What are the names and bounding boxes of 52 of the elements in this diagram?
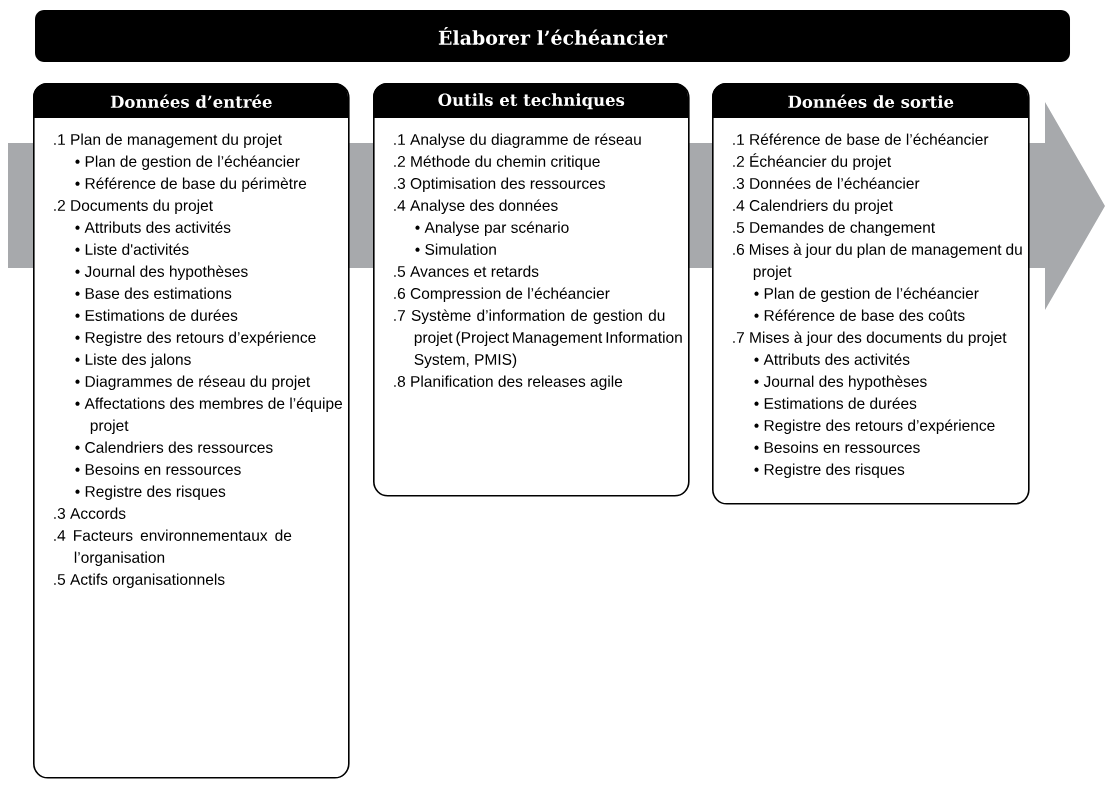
list-item: .4 Facteurs environnementaux de l’organisation	[54, 529, 292, 566]
list-item: • Registre des retours d’expérience	[75, 331, 316, 346]
list-item: .4 Calendriers du projet	[733, 199, 893, 214]
list-item: .4 Analyse des données	[394, 199, 558, 214]
list-item: .5 Demandes de changement	[733, 221, 935, 236]
list-item: • Registre des risques	[754, 463, 905, 478]
list-item: .8 Planification des releases agile	[394, 375, 623, 390]
list-item: .3 Données de l’échéancier	[733, 177, 920, 189]
column-heading: Outils et techniques	[438, 93, 625, 110]
list-item: .1 Référence de base de l’échéancier	[733, 133, 989, 145]
list-item: • Calendriers des ressources	[75, 441, 273, 453]
list-item: • Registre des retours d’expérience	[754, 419, 995, 434]
list-item: • Journal des hypothèses	[75, 265, 248, 280]
column-box	[712, 83, 1030, 505]
list-item: .6 Mises à jour du plan de management du projet	[733, 243, 1022, 280]
list-item: .3 Accords	[54, 507, 126, 519]
list-item: • Besoins en ressources	[75, 463, 241, 475]
list-item: • Attributs des activités	[75, 221, 231, 233]
column-heading: Données de sortie	[788, 94, 954, 108]
list-item: • Journal des hypothèses	[754, 375, 927, 390]
list-item: • Base des estimations	[75, 287, 232, 299]
list-item: • Affectations des membres de l’équipe projet	[75, 397, 342, 434]
list-item: • Simulation	[415, 243, 496, 255]
list-item: .5 Actifs organisationnels	[54, 573, 225, 588]
list-item: .3 Optimisation des ressources	[394, 177, 605, 192]
column-heading: Données d’entrée	[110, 94, 272, 108]
list-item: .6 Compression de l’échéancier	[394, 287, 610, 302]
list-item: • Analyse par scénario	[415, 221, 569, 236]
list-item: .7 Système d’information de gestion du projet (Project Management Information System, PMIS)	[394, 309, 682, 368]
list-item: • Référence de base des coûts	[754, 309, 965, 321]
list-item: • Estimations de durées	[75, 309, 238, 321]
list-item: • Registre des risques	[75, 485, 226, 500]
title-banner	[35, 10, 1070, 62]
column-box	[373, 83, 690, 497]
list-item: • Attributs des activités	[754, 353, 910, 365]
list-item: • Liste d'activités	[75, 243, 189, 255]
list-item: • Liste des jalons	[75, 353, 191, 368]
list-item: .1 Analyse du diagramme de réseau	[394, 133, 641, 148]
column-box	[33, 83, 350, 779]
list-item: • Diagrammes de réseau du projet	[75, 375, 311, 390]
list-item: • Besoins en ressources	[754, 441, 920, 453]
title: Élaborer l’échéancier	[438, 27, 668, 45]
list-item: .5 Avances et retards	[394, 265, 539, 277]
list-item: .2 Méthode du chemin critique	[394, 155, 600, 170]
list-item: .2 Échéancier du projet	[733, 153, 892, 170]
list-item: • Estimations de durées	[754, 397, 917, 409]
list-item: • Référence de base du périmètre	[75, 177, 307, 192]
list-item: .1 Plan de management du projet	[54, 133, 282, 148]
list-item: • Plan de gestion de l’échéancier	[75, 155, 300, 170]
list-item: .7 Mises à jour des documents du projet	[733, 331, 1007, 346]
list-item: • Plan de gestion de l’échéancier	[754, 287, 979, 302]
list-item: .2 Documents du projet	[54, 199, 213, 214]
